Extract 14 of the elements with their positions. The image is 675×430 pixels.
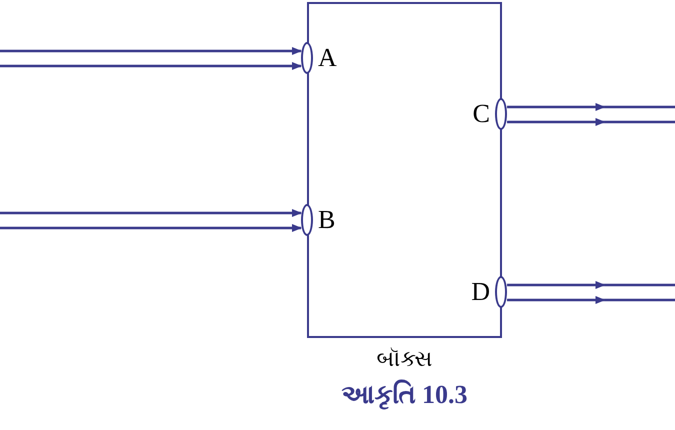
arrow bbox=[507, 296, 606, 304]
arrow bbox=[0, 47, 302, 55]
figure-caption: આકૃતિ 10.3 bbox=[340, 378, 468, 412]
port-label: A bbox=[318, 45, 337, 71]
port-label: B bbox=[318, 207, 336, 233]
arrow bbox=[507, 118, 606, 126]
arrow bbox=[0, 62, 302, 70]
box-caption: બૉક્સ bbox=[376, 345, 434, 373]
arrow bbox=[507, 103, 606, 111]
port-label: D bbox=[471, 279, 490, 305]
port-label: C bbox=[472, 101, 490, 127]
arrow bbox=[507, 281, 606, 289]
arrow bbox=[0, 209, 302, 217]
arrow bbox=[0, 224, 302, 232]
